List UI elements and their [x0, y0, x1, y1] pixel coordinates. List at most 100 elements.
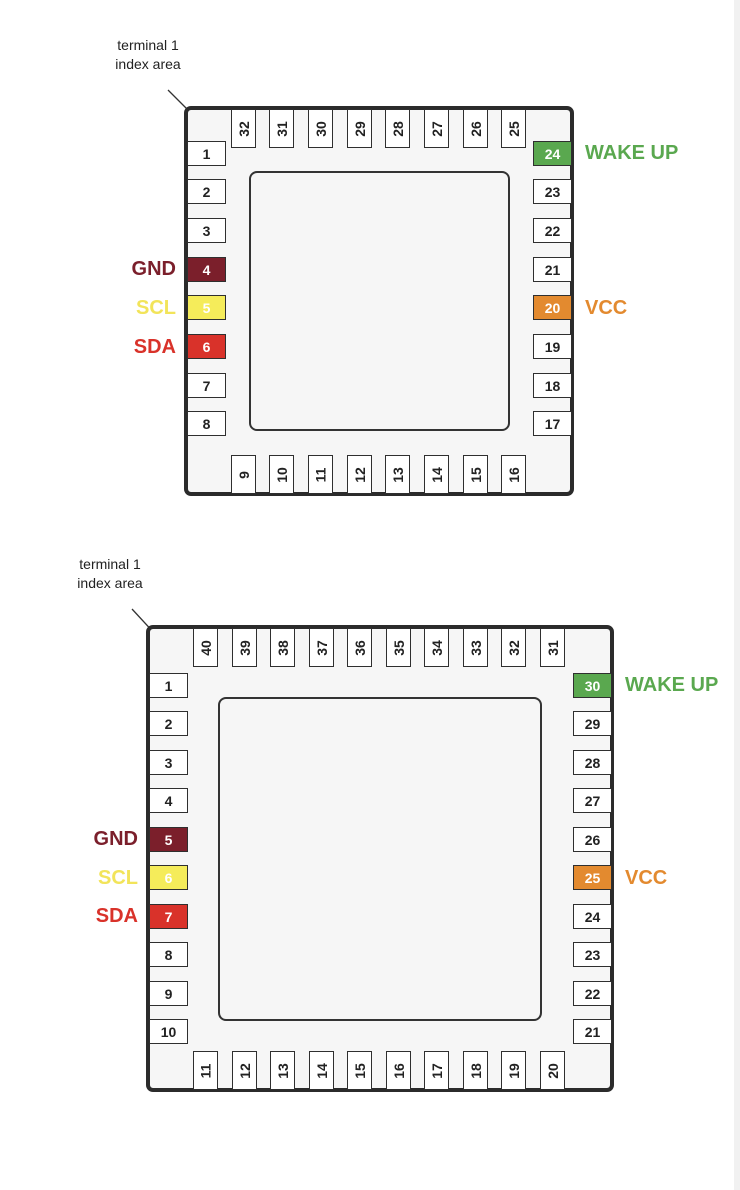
pin-19[interactable]: 19 [501, 1051, 526, 1090]
pin-38[interactable]: 38 [270, 628, 295, 667]
pin-14[interactable]: 14 [309, 1051, 334, 1090]
pin-11[interactable]: 11 [193, 1051, 218, 1090]
pin-number: 13 [389, 466, 406, 483]
pin-15[interactable]: 15 [463, 455, 488, 494]
pin-23[interactable]: 23 [533, 179, 572, 204]
pin-23[interactable]: 23 [573, 942, 612, 967]
pin-21[interactable]: 21 [533, 257, 572, 282]
pin-3[interactable]: 3 [149, 750, 188, 775]
pin-26[interactable]: 26 [463, 109, 488, 148]
pin-16[interactable]: 16 [386, 1051, 411, 1090]
pin-21[interactable]: 21 [573, 1019, 612, 1044]
pin-number: 8 [164, 946, 173, 963]
pin-13[interactable]: 13 [270, 1051, 295, 1090]
pin-number: 11 [197, 1063, 214, 1078]
pin-24[interactable]: 24 [533, 141, 572, 166]
pin-6[interactable]: 6 [187, 334, 226, 359]
pin-34[interactable]: 34 [424, 628, 449, 667]
pin-18[interactable]: 18 [533, 373, 572, 398]
pin-number: 7 [164, 908, 173, 925]
pin-12[interactable]: 12 [232, 1051, 257, 1090]
pin-37[interactable]: 37 [309, 628, 334, 667]
pin-22[interactable]: 22 [533, 218, 572, 243]
pin-17[interactable]: 17 [424, 1051, 449, 1090]
pin-30[interactable]: 30 [308, 109, 333, 148]
pin-2[interactable]: 2 [187, 179, 226, 204]
pin-17[interactable]: 17 [533, 411, 572, 436]
pin-3[interactable]: 3 [187, 218, 226, 243]
pin-25[interactable]: 25 [501, 109, 526, 148]
pin-8[interactable]: 8 [149, 942, 188, 967]
pin-19[interactable]: 19 [533, 334, 572, 359]
pin-15[interactable]: 15 [347, 1051, 372, 1090]
pin-4[interactable]: 4 [187, 257, 226, 282]
pin-number: 3 [202, 222, 211, 239]
pin-7[interactable]: 7 [149, 904, 188, 929]
pin-26[interactable]: 26 [573, 827, 612, 852]
pin-number: 17 [544, 415, 561, 432]
pin-20[interactable]: 20 [533, 295, 572, 320]
pin-33[interactable]: 33 [463, 628, 488, 667]
pin-11[interactable]: 11 [308, 455, 333, 494]
pin-1[interactable]: 1 [187, 141, 226, 166]
pin-31[interactable]: 31 [540, 628, 565, 667]
pin-9[interactable]: 9 [231, 455, 256, 494]
pin-number: 2 [202, 183, 211, 200]
pin-6[interactable]: 6 [149, 865, 188, 890]
pin-number: 40 [197, 639, 214, 656]
pin-number: 31 [544, 639, 561, 656]
pin-30[interactable]: 30 [573, 673, 612, 698]
pin-27[interactable]: 27 [424, 109, 449, 148]
pin-9[interactable]: 9 [149, 981, 188, 1006]
pin-10[interactable]: 10 [149, 1019, 188, 1044]
page-edge-strip [734, 0, 740, 1190]
pin-number: 19 [505, 1062, 522, 1079]
pin-number: 14 [313, 1062, 330, 1079]
pin-18[interactable]: 18 [463, 1051, 488, 1090]
pin-number: 9 [164, 985, 173, 1002]
pin-29[interactable]: 29 [573, 711, 612, 736]
pin-32[interactable]: 32 [231, 109, 256, 148]
pin-number: 10 [160, 1023, 177, 1040]
pin-39[interactable]: 39 [232, 628, 257, 667]
signal-label-vcc: VCC [585, 297, 628, 319]
pin-35[interactable]: 35 [386, 628, 411, 667]
pin-29[interactable]: 29 [347, 109, 372, 148]
exposed-pad [218, 697, 542, 1021]
pin-number: 30 [312, 120, 329, 137]
pin-8[interactable]: 8 [187, 411, 226, 436]
pin-31[interactable]: 31 [269, 109, 294, 148]
pin-number: 12 [351, 466, 368, 483]
pin-number: 32 [235, 120, 252, 137]
pin-number: 11 [312, 467, 329, 482]
signal-label-gnd: GND [131, 258, 176, 280]
pin-10[interactable]: 10 [269, 455, 294, 494]
pin-number: 18 [544, 377, 561, 394]
pin-16[interactable]: 16 [501, 455, 526, 494]
pin-28[interactable]: 28 [573, 750, 612, 775]
pin-12[interactable]: 12 [347, 455, 372, 494]
pin-number: 7 [202, 377, 211, 394]
pin-1[interactable]: 1 [149, 673, 188, 698]
pin-20[interactable]: 20 [540, 1051, 565, 1090]
pin-5[interactable]: 5 [149, 827, 188, 852]
pin-22[interactable]: 22 [573, 981, 612, 1006]
pin-14[interactable]: 14 [424, 455, 449, 494]
pin-13[interactable]: 13 [385, 455, 410, 494]
pin-40[interactable]: 40 [193, 628, 218, 667]
pin-number: 6 [164, 869, 173, 886]
pin-27[interactable]: 27 [573, 788, 612, 813]
pin-4[interactable]: 4 [149, 788, 188, 813]
pin-24[interactable]: 24 [573, 904, 612, 929]
pin-7[interactable]: 7 [187, 373, 226, 398]
pin-25[interactable]: 25 [573, 865, 612, 890]
pin-number: 21 [584, 1023, 601, 1040]
pin-number: 16 [390, 1062, 407, 1079]
pin-28[interactable]: 28 [385, 109, 410, 148]
pin-5[interactable]: 5 [187, 295, 226, 320]
pin-36[interactable]: 36 [347, 628, 372, 667]
pin-32[interactable]: 32 [501, 628, 526, 667]
pin-number: 21 [544, 261, 561, 278]
pin-2[interactable]: 2 [149, 711, 188, 736]
